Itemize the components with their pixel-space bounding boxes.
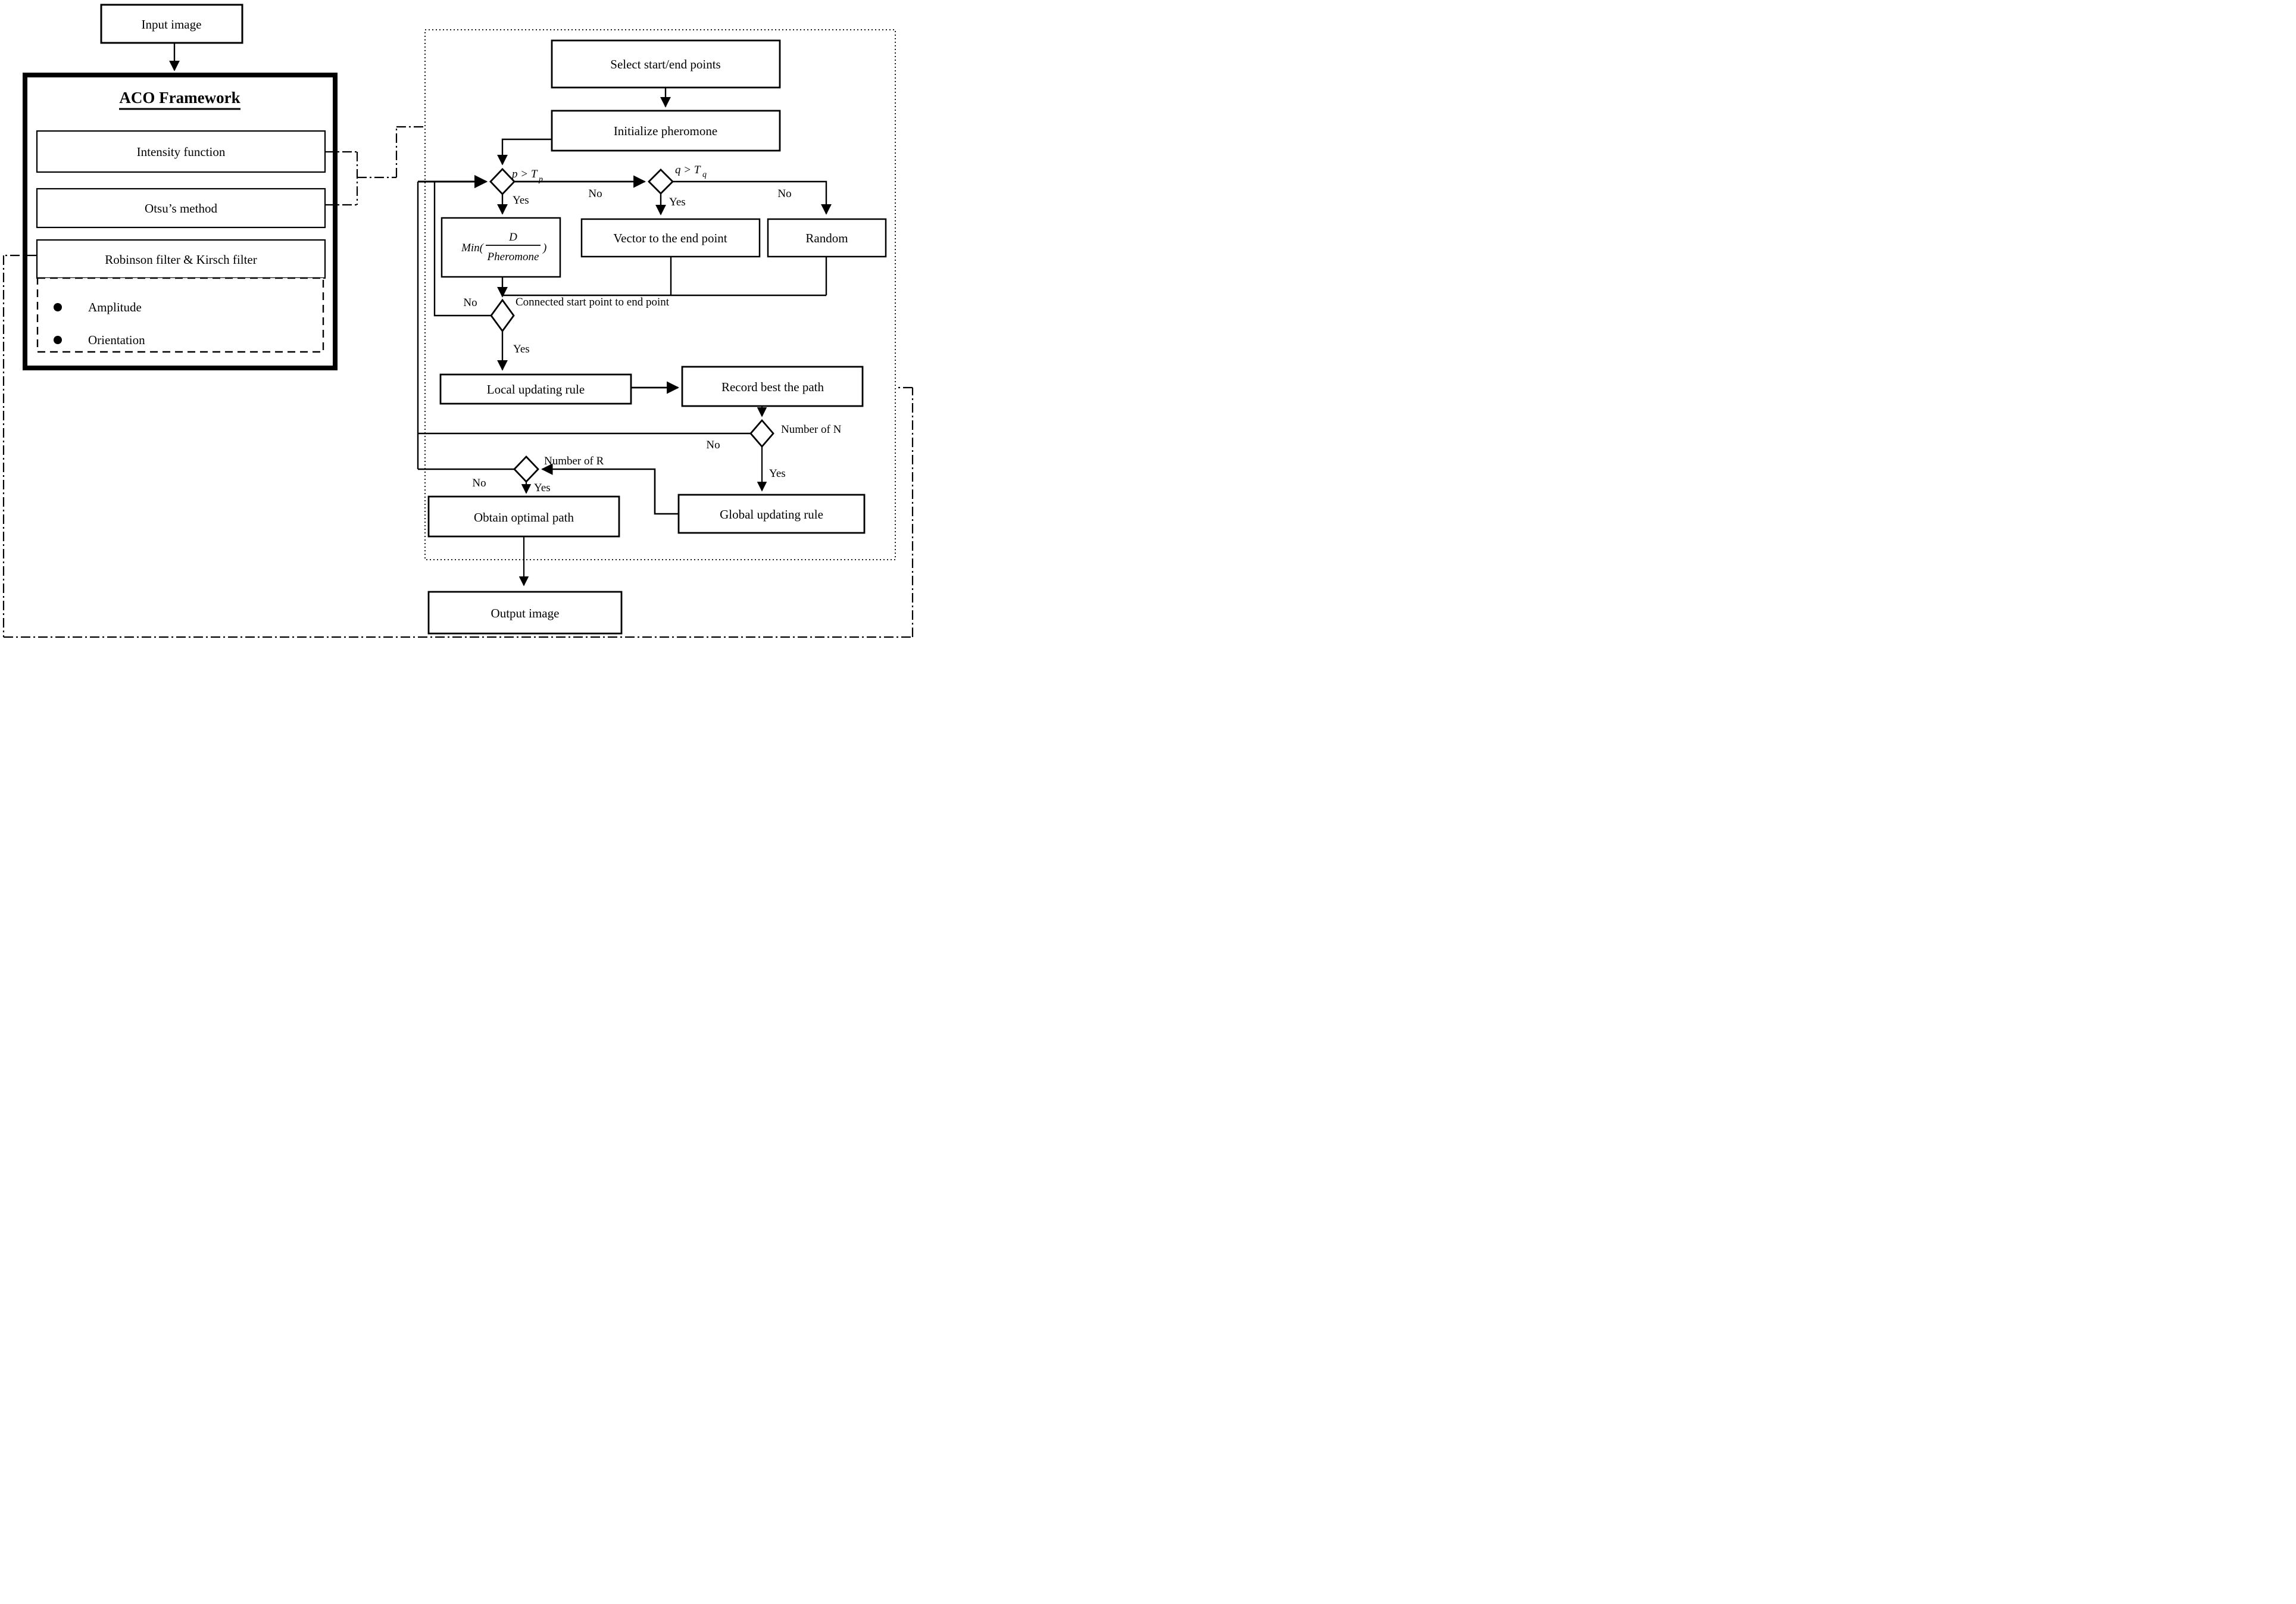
robinson-kirsch-box [36, 239, 326, 279]
initialize-pheromone-label: Initialize pheromone [614, 124, 717, 138]
random-label: Random [805, 231, 848, 245]
vector-label: Vector to the end point [613, 231, 727, 245]
input-image-node: Input image [100, 4, 243, 44]
obtain-optimal-node: Obtain optimal path [427, 495, 620, 538]
global-updating-box [677, 494, 866, 534]
otsu-method-label: Otsu’s method [145, 201, 217, 216]
aco-framework-title: ACO Framework [119, 89, 240, 107]
otsu-method-box [36, 188, 326, 229]
min-denominator: Pheromone [487, 251, 539, 263]
min-pheromone-node: Min( D Pheromone ) [441, 217, 561, 278]
local-updating-box [439, 373, 632, 405]
connected-decision-label: Connected start point to end point [516, 296, 670, 308]
select-points-label: Select start/end points [610, 57, 720, 71]
output-image-node: Output image [427, 591, 623, 635]
aco-flowchart-figure: Input image ACO Framework Intensity func… [0, 0, 919, 642]
arrow-global-to-r-decision [541, 463, 679, 515]
loop-return-wires [417, 182, 514, 470]
vector-box [580, 218, 761, 258]
n-no-label: No [706, 439, 720, 451]
input-image-label: Input image [142, 17, 202, 32]
local-updating-label: Local updating rule [487, 382, 585, 397]
q-decision-subscript: q [702, 170, 707, 179]
r-yes-label: Yes [534, 482, 551, 494]
initialize-pheromone-node: Initialize pheromone [551, 110, 781, 152]
aco-framework-panel: ACO Framework Intensity function Otsu’s … [23, 73, 338, 370]
bullet-icon [54, 336, 62, 344]
output-image-box [427, 591, 623, 635]
bullet-icon [54, 303, 62, 311]
global-updating-label: Global updating rule [720, 507, 823, 522]
orientation-label: Orientation [88, 333, 145, 347]
q-decision-label: q > T [675, 164, 701, 176]
robinson-kirsch-label: Robinson filter & Kirsch filter [105, 252, 257, 267]
global-updating-node: Global updating rule [677, 494, 866, 534]
intensity-function-label: Intensity function [137, 145, 226, 159]
obtain-optimal-box [427, 495, 620, 538]
number-r-label: Number of R [544, 455, 604, 467]
select-points-node: Select start/end points [551, 39, 781, 89]
wire-connected-no-loop [433, 182, 491, 317]
vector-node: Vector to the end point [580, 218, 761, 258]
q-no-label: No [777, 188, 791, 200]
select-points-box [551, 39, 781, 89]
obtain-optimal-label: Obtain optimal path [474, 510, 574, 525]
input-image-box [100, 4, 243, 44]
initialize-pheromone-box [551, 110, 781, 152]
merge-wires [502, 257, 827, 297]
r-no-label: No [472, 477, 486, 489]
output-image-label: Output image [491, 606, 560, 620]
min-pheromone-box [441, 217, 561, 278]
intensity-function-box [36, 130, 326, 173]
min-suffix: ) [542, 242, 546, 254]
p-decision-subscript: p [538, 175, 543, 184]
q-yes-label: Yes [669, 196, 686, 208]
min-prefix: Min( [461, 242, 485, 254]
n-yes-label: Yes [769, 467, 786, 480]
record-best-node: Record best the path [681, 366, 864, 407]
p-no-label: No [588, 188, 602, 200]
features-dashed-box [36, 277, 324, 353]
local-updating-node: Local updating rule [439, 373, 632, 405]
p-decision-label: p > T [511, 168, 538, 180]
amplitude-label: Amplitude [88, 300, 142, 314]
connected-yes-label: Yes [513, 343, 530, 355]
record-best-box [681, 366, 864, 407]
number-n-label: Number of N [781, 423, 842, 436]
arrow-initialize-to-p-decision [497, 138, 552, 166]
connected-no-label: No [463, 297, 477, 309]
flowchart-canvas: Input image ACO Framework Intensity func… [2, 4, 914, 638]
dashdot-connectors [2, 121, 914, 638]
record-best-label: Record best the path [721, 380, 824, 394]
p-yes-label: Yes [513, 194, 529, 207]
random-node: Random [767, 218, 887, 258]
random-box [767, 218, 887, 258]
arrow-q-no-to-random [673, 180, 832, 215]
min-numerator: D [508, 231, 517, 244]
